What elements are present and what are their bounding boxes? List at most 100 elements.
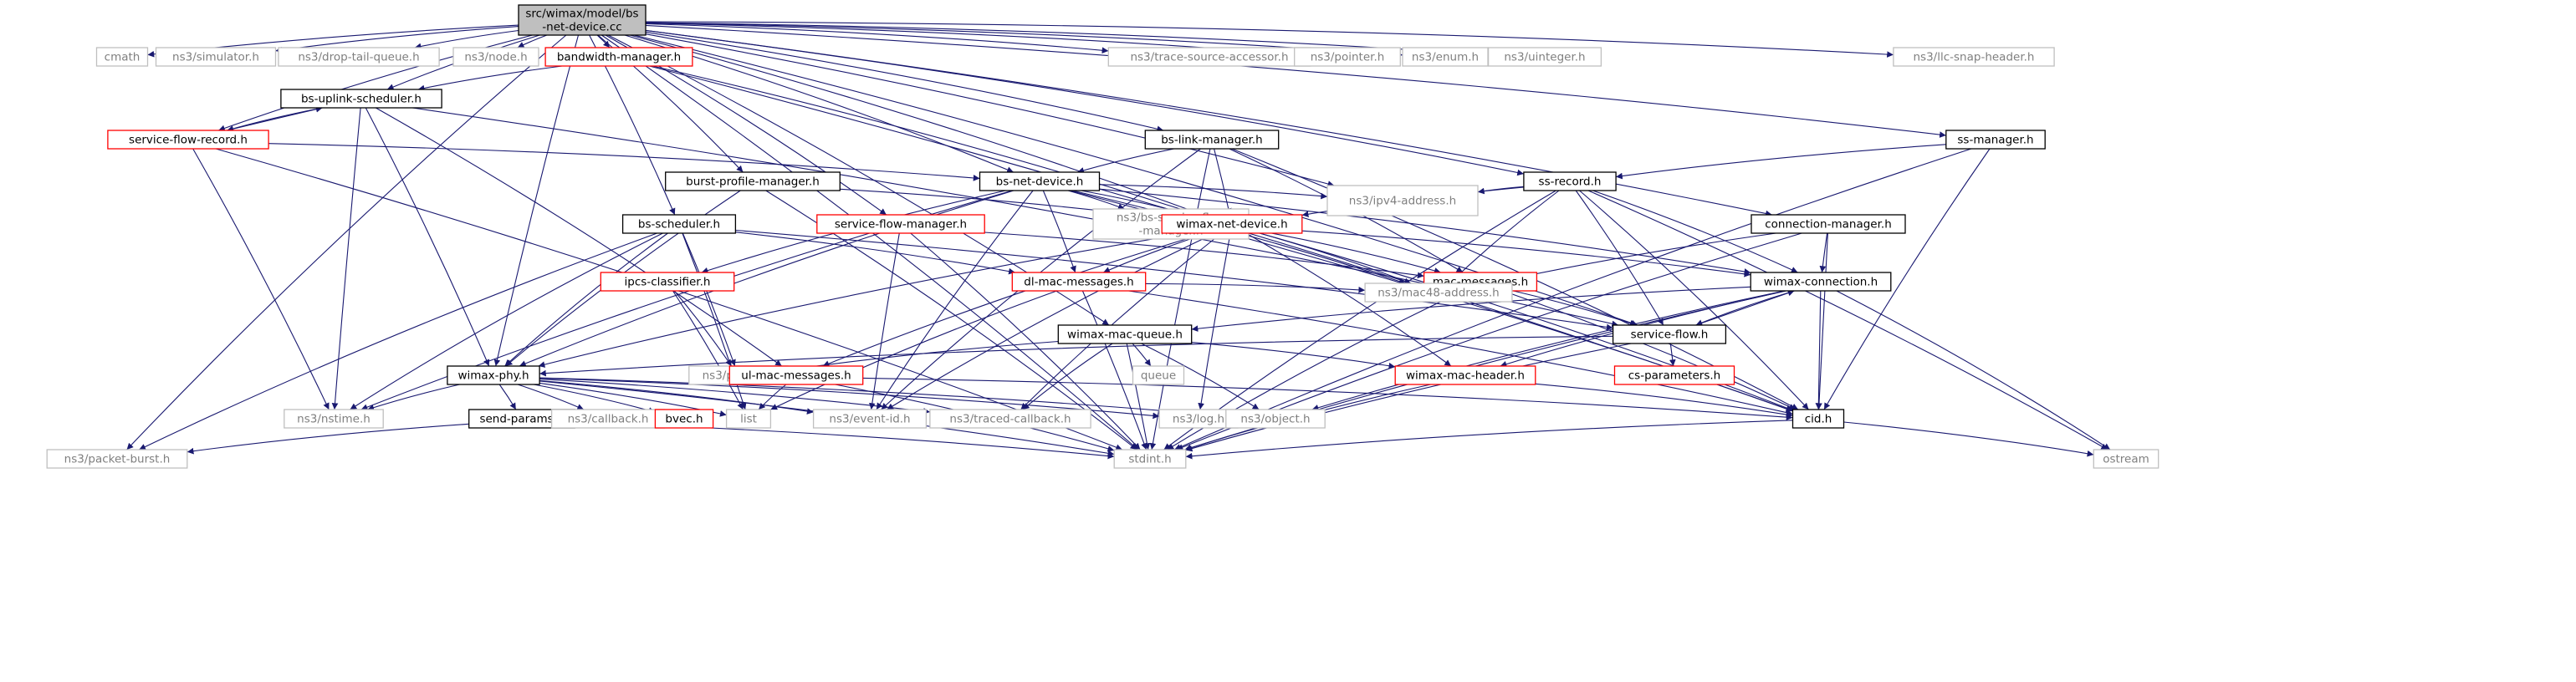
node-bslinkmgr[interactable]: bs-link-manager.h [1144, 130, 1280, 150]
node-nstime-box [284, 409, 384, 429]
node-wimaxconn[interactable]: wimax-connection.h [1750, 272, 1892, 292]
edge-sfmgr-to-stdint [910, 232, 1141, 450]
edge-root-to-pktburst [126, 34, 567, 450]
node-cmath-label: cmath [105, 51, 141, 64]
edge-bsnet-to-bssvcflow [1067, 190, 1125, 210]
edge-sfrecord-to-bsnet [268, 143, 980, 181]
node-pktburst-box [46, 449, 188, 469]
node-bssched-label: bs-scheduler.h [638, 218, 720, 232]
node-pointer: ns3/pointer.h [1294, 47, 1401, 67]
edge-ssmgr-to-ssrecord [1616, 144, 1946, 180]
node-bvec[interactable]: bvec.h [654, 409, 714, 429]
node-stdint-label: stdint.h [1128, 453, 1171, 466]
node-wimaxnet-label: wimax-net-device.h [1176, 218, 1287, 232]
edge-svcflow-to-stdint [1185, 343, 1632, 452]
node-bssched[interactable]: bs-scheduler.h [621, 214, 737, 234]
node-svcflow[interactable]: service-flow.h [1612, 324, 1727, 344]
edge-ssrecord-to-wimaxconn [1592, 190, 1798, 273]
edge-wimaxphy-to-nstime [367, 384, 460, 411]
edge-svcflow-to-wimaxphy [539, 335, 1613, 377]
node-pointer-box [1294, 47, 1401, 67]
node-bslinkmgr-label: bs-link-manager.h [1161, 134, 1263, 147]
node-ssmgr[interactable]: ss-manager.h [1945, 130, 2046, 150]
node-ipcs-label: ipcs-classifier.h [625, 276, 711, 289]
edge-root-to-ssmgr [645, 24, 1946, 138]
node-droptail-label: ns3/drop-tail-queue.h [298, 51, 419, 64]
node-sendparams[interactable]: send-params.h [468, 409, 575, 429]
node-bsupsched[interactable]: bs-uplink-scheduler.h [280, 89, 442, 109]
edge-bsnet-to-ipv4 [1099, 184, 1328, 200]
edge-dlmac-to-stdint [1081, 290, 1147, 450]
edge-root-to-llcsnap [645, 21, 1894, 58]
node-llcsnap-box [1893, 47, 2055, 67]
edge-dlmac-to-list [770, 290, 1057, 410]
edge-bsupsched-to-ulmac [376, 107, 783, 367]
edge-bssched-to-list [682, 232, 747, 410]
edge-bslinkmgr-to-bsnet [1077, 148, 1174, 174]
edge-svcflow-to-csparams [1669, 343, 1676, 367]
edge-sfrecord-to-nstime [192, 148, 330, 410]
edge-root-to-wimaxnet [630, 34, 1204, 216]
node-sfrecord-label: service-flow-record.h [129, 134, 248, 147]
node-object: ns3/object.h [1225, 409, 1326, 429]
edge-ulmac-to-list [758, 384, 787, 410]
node-wimaxnet[interactable]: wimax-net-device.h [1161, 214, 1303, 234]
node-macqueue[interactable]: wimax-mac-queue.h [1057, 324, 1193, 344]
edge-dlmac-to-cid [1128, 290, 1793, 416]
node-simulator: ns3/simulator.h [155, 47, 277, 67]
edge-bslinkmgr-to-wimaxnet [1214, 148, 1232, 216]
node-wimaxhdr[interactable]: wimax-mac-header.h [1394, 365, 1536, 385]
edge-bwmgr-to-bsupsched [417, 65, 563, 92]
node-list: list [725, 409, 772, 429]
edge-root-to-ipv4 [645, 33, 1335, 187]
node-dlmac[interactable]: dl-mac-messages.h [1011, 272, 1147, 292]
node-connmgr[interactable]: connection-manager.h [1751, 214, 1906, 234]
edge-ssrecord-to-ostream [1587, 190, 2108, 450]
node-ssrecord[interactable]: ss-record.h [1523, 171, 1617, 191]
node-eventid-label: ns3/event-id.h [829, 413, 910, 426]
edge-bsnet-to-wimaxconn [1099, 188, 1751, 275]
node-llcsnap: ns3/llc-snap-header.h [1893, 47, 2055, 67]
node-cid-box [1791, 409, 1845, 429]
node-wimaxhdr-label: wimax-mac-header.h [1406, 369, 1525, 383]
node-mac48-label: ns3/mac48-address.h [1377, 287, 1500, 300]
node-burstprof[interactable]: burst-profile-manager.h [665, 171, 841, 191]
node-ssmgr-label: ss-manager.h [1957, 134, 2033, 147]
node-root[interactable]: src/wimax/model/bs-net-device.cc [518, 4, 647, 36]
node-mac48-box [1364, 282, 1513, 303]
node-ipcs[interactable]: ipcs-classifier.h [600, 272, 735, 292]
edge-macqueue-to-wimaxhdr [1191, 342, 1396, 369]
node-simulator-label: ns3/simulator.h [172, 51, 259, 64]
node-bwmgr[interactable]: bandwidth-manager.h [544, 47, 693, 67]
node-wimaxconn-label: wimax-connection.h [1764, 276, 1878, 289]
node-bsupsched-box [280, 89, 442, 109]
node-nstime: ns3/nstime.h [284, 409, 384, 429]
node-ipcs-box [600, 272, 735, 292]
node-cid[interactable]: cid.h [1791, 409, 1845, 429]
node-sfrecord[interactable]: service-flow-record.h [107, 130, 269, 150]
node-csparams[interactable]: cs-parameters.h [1613, 365, 1735, 385]
node-sfmgr-box [816, 214, 985, 234]
node-wimaxphy[interactable]: wimax-phy.h [447, 365, 540, 385]
node-pktburst-label: ns3/packet-burst.h [64, 453, 171, 466]
edge-connmgr-to-wimaxconn [1819, 232, 1828, 273]
edge-wimaxconn-to-macqueue [1191, 286, 1751, 332]
node-csparams-label: cs-parameters.h [1628, 369, 1720, 383]
node-bsnet[interactable]: bs-net-device.h [979, 171, 1101, 191]
node-ulmac[interactable]: ul-mac-messages.h [728, 365, 864, 385]
edge-bssched-to-packet [682, 232, 736, 367]
node-sendparams-label: send-params.h [479, 413, 564, 426]
node-enum-label: ns3/enum.h [1412, 51, 1479, 64]
node-macqueue-label: wimax-mac-queue.h [1067, 328, 1183, 342]
node-nstime-label: ns3/nstime.h [297, 413, 371, 426]
edge-root-to-node [517, 34, 548, 48]
edge-wimaxphy-to-tracedcb [539, 379, 930, 415]
node-burstprof-label: burst-profile-manager.h [686, 176, 820, 189]
edge-bssched-to-nstime [350, 232, 663, 410]
node-ssmgr-box [1945, 130, 2046, 150]
edge-ssmgr-to-cid [1823, 148, 1991, 410]
node-sfmgr[interactable]: service-flow-manager.h [816, 214, 985, 234]
edge-wimaxconn-to-svcflow [1695, 290, 1795, 326]
edge-bsupsched-to-nstime [331, 107, 361, 410]
